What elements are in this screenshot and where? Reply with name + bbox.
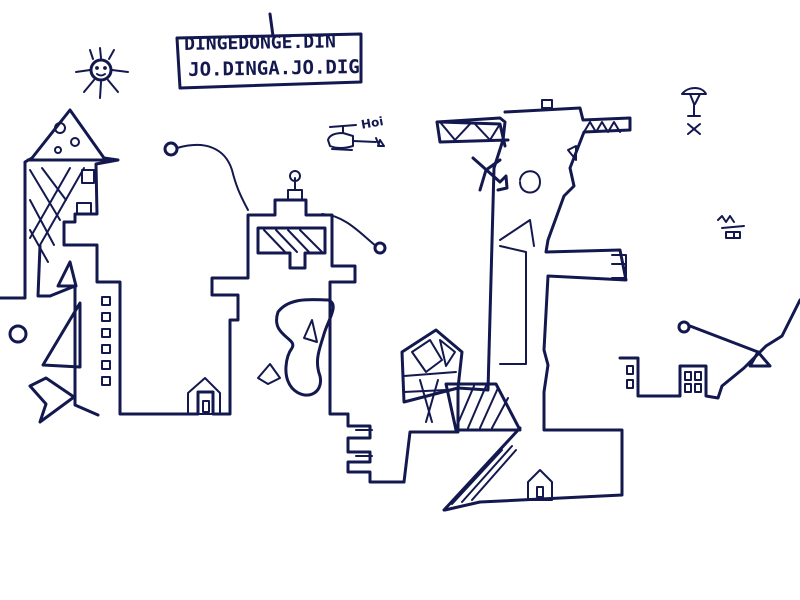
striped-building	[442, 382, 522, 512]
left-ground-shapes	[8, 260, 82, 424]
sign-board	[175, 12, 363, 90]
left-building	[0, 108, 357, 417]
sign-line-2: JO.DINGA.JO.DIG	[187, 56, 360, 81]
middle-tower-top	[256, 170, 327, 270]
left-hatching	[29, 167, 85, 263]
right-tower	[402, 99, 632, 512]
small-house-right	[527, 469, 553, 501]
crane-line	[163, 141, 387, 255]
airplane	[471, 156, 541, 194]
small-scribble	[717, 215, 745, 239]
right-low-building	[618, 298, 800, 400]
glass-building	[400, 328, 464, 423]
pond-shape	[257, 298, 335, 397]
parachute	[681, 87, 707, 135]
middle-steps	[346, 412, 406, 484]
sign-line-1: DINGEDONGE.DIN	[183, 31, 337, 55]
left-windows	[76, 169, 111, 386]
helicopter	[327, 124, 385, 151]
roof-dots	[54, 122, 80, 154]
sun	[75, 47, 129, 99]
telescope	[677, 320, 772, 368]
small-house-left	[187, 377, 221, 415]
